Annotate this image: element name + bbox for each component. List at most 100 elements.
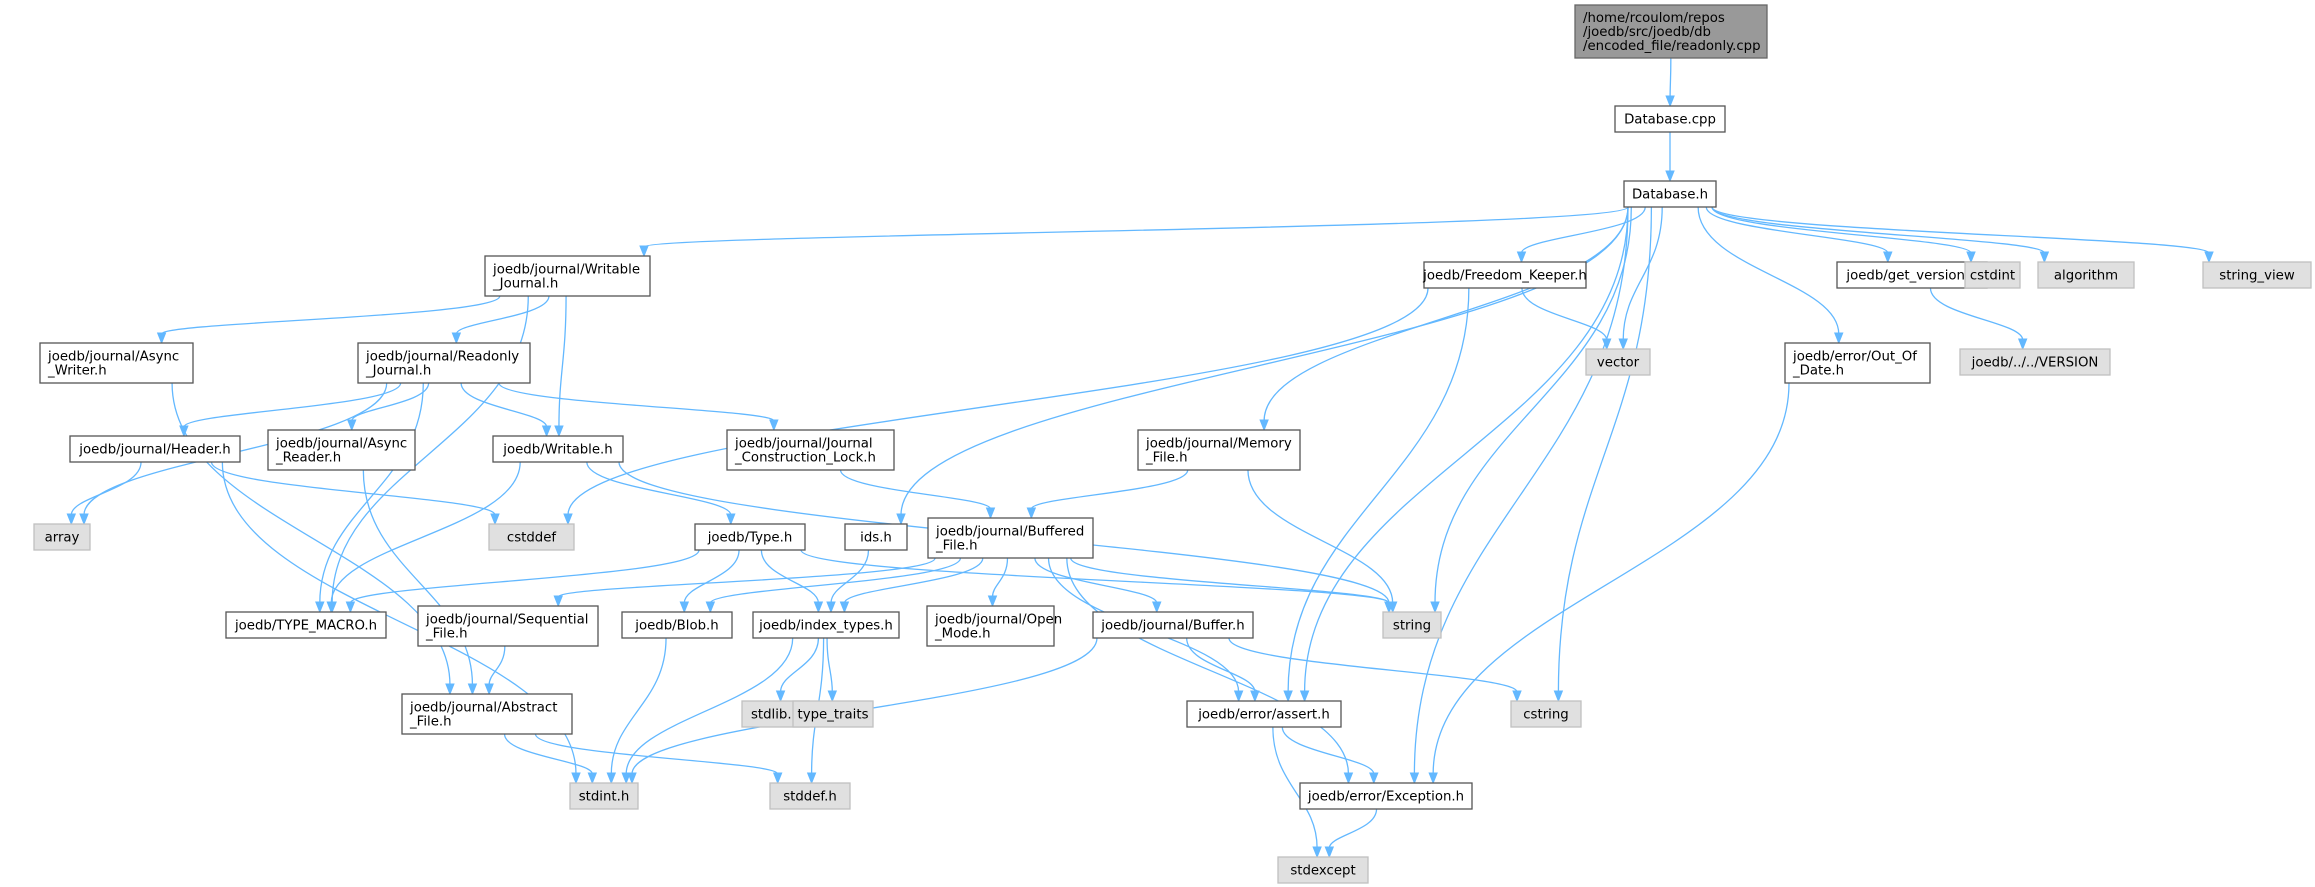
node-sequential-file[interactable]: joedb/journal/Sequential_File.h <box>417 605 599 647</box>
edge-writable-journal-to-readonly-journal <box>451 295 550 345</box>
node-stdexcept[interactable]: stdexcept <box>1277 856 1369 884</box>
arrowhead <box>1026 507 1037 520</box>
node-stddef[interactable]: stddef.h <box>769 782 851 810</box>
edge-freedom-keeper-to-cstddef <box>563 287 1429 526</box>
edge-database-h-to-freedom-keeper <box>1516 206 1646 264</box>
edge-line <box>330 461 521 604</box>
node-readonly-journal[interactable]: joedb/journal/Readonly_Journal.h <box>357 342 531 384</box>
node-type-macro[interactable]: joedb/TYPE_MACRO.h <box>225 611 387 639</box>
edge-assert-h-to-exception-h <box>1281 726 1379 785</box>
edge-line <box>1622 206 1663 341</box>
node-label: _Date.h <box>1792 364 1844 379</box>
node-label: cstdint <box>1970 269 2015 284</box>
node-box <box>844 523 908 551</box>
arrowhead <box>1618 338 1628 351</box>
node-string-view[interactable]: string_view <box>2202 261 2312 289</box>
node-root[interactable]: /home/rcoulom/repos/joedb/src/joedb/db/e… <box>1574 4 1768 59</box>
edge-line <box>1070 557 1390 604</box>
edge-line <box>1520 206 1646 254</box>
edge-buffered-file-to-index-types <box>839 557 984 614</box>
edge-buffered-file-to-buffer-h <box>1034 557 1162 614</box>
arrowhead <box>490 513 500 526</box>
edge-writable-h-to-type-macro <box>326 461 521 614</box>
node-writable-h[interactable]: joedb/Writable.h <box>492 435 624 463</box>
edge-buffered-file-to-open-mode <box>987 557 1009 608</box>
node-label: joedb/journal/Async <box>47 350 179 365</box>
edge-line <box>1711 206 1972 254</box>
node-index-types[interactable]: joedb/index_types.h <box>752 611 900 639</box>
edge-freedom-keeper-to-assert-h <box>1283 287 1470 703</box>
arrowhead <box>1512 690 1522 703</box>
node-version[interactable]: joedb/../../VERSION <box>1959 348 2111 376</box>
node-vector[interactable]: vector <box>1585 348 1651 376</box>
node-async-writer[interactable]: joedb/journal/Async_Writer.h <box>39 342 194 384</box>
edge-line <box>683 549 740 604</box>
node-label: joedb/get_version.h <box>1845 269 1977 284</box>
edge-line <box>1272 726 1318 849</box>
node-label: _File.h <box>935 539 978 554</box>
node-type-traits[interactable]: type_traits <box>792 700 874 728</box>
node-exception-h[interactable]: joedb/error/Exception.h <box>1299 782 1473 810</box>
node-box <box>1784 342 1931 384</box>
node-cstdint[interactable]: cstdint <box>1964 261 2021 289</box>
node-stdint[interactable]: stdint.h <box>569 782 639 810</box>
edge-line <box>183 382 402 428</box>
arrowhead <box>553 595 563 608</box>
node-label: joedb/journal/Open <box>934 613 1062 628</box>
node-buffer-h[interactable]: joedb/journal/Buffer.h <box>1092 611 1254 639</box>
edge-type-h-to-index-types <box>760 549 824 614</box>
edge-line <box>586 461 732 516</box>
node-get-version[interactable]: joedb/get_version.h <box>1836 261 1988 289</box>
arrowhead <box>1250 690 1260 703</box>
node-assert-h[interactable]: joedb/error/assert.h <box>1186 700 1342 728</box>
node-async-reader[interactable]: joedb/journal/Async_Reader.h <box>267 429 416 471</box>
arrowhead <box>1966 251 1976 264</box>
node-memory-file[interactable]: joedb/journal/Memory_File.h <box>1137 429 1301 471</box>
node-string[interactable]: string <box>1382 611 1442 639</box>
arrowhead <box>639 245 649 258</box>
arrowhead <box>1233 690 1244 703</box>
arrowhead <box>1343 772 1354 785</box>
node-box <box>357 342 531 384</box>
node-cstddef[interactable]: cstddef <box>488 523 575 551</box>
node-header[interactable]: joedb/journal/Header.h <box>69 435 241 463</box>
arrowhead <box>2017 338 2028 351</box>
node-freedom-keeper[interactable]: joedb/Freedom_Keeper.h <box>1422 261 1587 289</box>
edge-buffered-file-to-exception-h <box>1066 557 1354 785</box>
node-buffered-file[interactable]: joedb/journal/Buffered_File.h <box>927 517 1094 559</box>
edge-line <box>1697 206 1840 335</box>
node-label: joedb/Writable.h <box>502 443 612 458</box>
edge-type-h-to-blob-h <box>679 549 740 614</box>
node-array[interactable]: array <box>33 523 91 551</box>
node-label: string_view <box>2219 269 2295 284</box>
node-ids-h[interactable]: ids.h <box>844 523 908 551</box>
edge-readonly-journal-to-journal-lock <box>498 382 779 432</box>
node-blob-h[interactable]: joedb/Blob.h <box>621 611 733 639</box>
node-database-cpp[interactable]: Database.cpp <box>1614 105 1726 133</box>
arrowhead <box>345 601 356 614</box>
edge-database-cpp-to-database-h <box>1665 131 1675 183</box>
node-writable-journal[interactable]: joedb/journal/Writable_Journal.h <box>484 255 651 297</box>
edge-root-to-database-cpp <box>1665 57 1675 108</box>
node-box <box>2202 261 2312 289</box>
edge-line <box>991 557 1009 598</box>
edge-line <box>1066 557 1350 775</box>
edge-type-h-to-string <box>800 549 1394 614</box>
node-abstract-file[interactable]: joedb/journal/Abstract_File.h <box>401 693 573 735</box>
node-database-h[interactable]: Database.h <box>1623 180 1717 208</box>
node-algorithm[interactable]: algorithm <box>2037 261 2135 289</box>
arrowhead <box>156 332 167 345</box>
edge-memory-file-to-string <box>1247 469 1398 614</box>
node-type-h[interactable]: joedb/Type.h <box>694 523 806 551</box>
node-box <box>401 693 573 735</box>
edge-writable-journal-to-writable-h <box>554 295 567 438</box>
node-label: array <box>45 531 80 546</box>
node-box <box>1959 348 2111 376</box>
arrowhead <box>621 772 631 785</box>
node-box <box>1574 4 1768 59</box>
node-out-of-date[interactable]: joedb/error/Out_Of_Date.h <box>1784 342 1931 384</box>
node-cstring[interactable]: cstring <box>1510 700 1582 728</box>
node-journal-lock[interactable]: joedb/journal/Journal_Construction_Lock.… <box>726 429 895 471</box>
edge-line <box>1711 206 2210 254</box>
node-open-mode[interactable]: joedb/journal/Open_Mode.h <box>926 605 1062 647</box>
